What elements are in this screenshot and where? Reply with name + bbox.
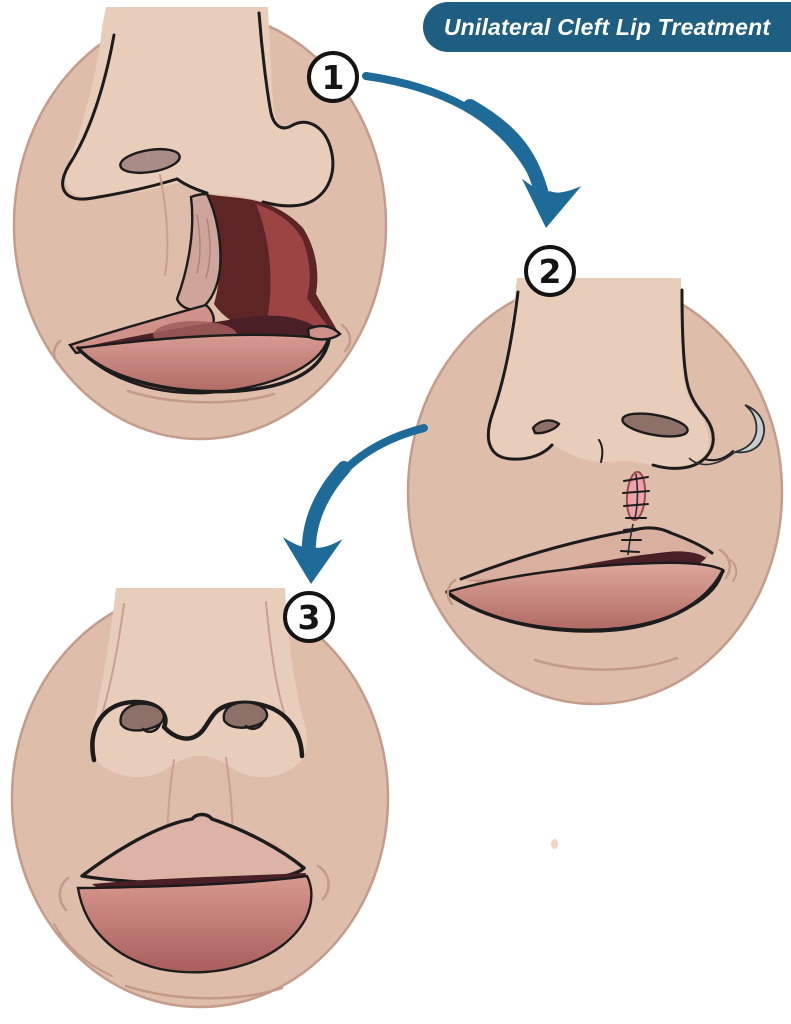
mouth-healed <box>53 812 330 1000</box>
nose-with-cleft <box>61 7 335 276</box>
mouth-with-cleft <box>52 303 352 404</box>
arrow-1-to-2-icon <box>362 72 582 228</box>
lower-lip <box>75 333 330 395</box>
left-nostril <box>119 147 181 175</box>
nose <box>486 278 734 470</box>
medial-lip-flap <box>175 192 222 311</box>
stage-2-surgery-illustration <box>406 278 784 706</box>
arrow-2-to-3-icon <box>282 424 428 584</box>
suture-line <box>620 471 650 556</box>
stage-1-cleft-lip-illustration <box>12 7 388 441</box>
step-badge-1: 1 <box>307 51 359 103</box>
right-nostril <box>222 701 269 729</box>
step-3-number: 3 <box>297 597 321 637</box>
title-text: Unilateral Cleft Lip Treatment <box>443 13 771 40</box>
step-1-number: 1 <box>321 57 345 97</box>
mouth <box>445 548 738 671</box>
title-banner: Unilateral Cleft Lip Treatment <box>423 2 791 52</box>
surgical-needle-icon <box>688 404 765 466</box>
lower-lip <box>76 874 313 974</box>
left-nostril <box>531 419 561 435</box>
stage-3-healed-illustration <box>10 588 390 1009</box>
right-nostril <box>621 412 689 438</box>
step-2-number: 2 <box>538 251 562 291</box>
step-badge-2: 2 <box>524 245 576 297</box>
left-nostril <box>119 702 165 732</box>
right-lip-remnant <box>306 324 342 341</box>
cleft-opening <box>175 192 339 338</box>
step-badge-3: 3 <box>283 591 335 643</box>
print-artifact-dot <box>551 839 558 849</box>
